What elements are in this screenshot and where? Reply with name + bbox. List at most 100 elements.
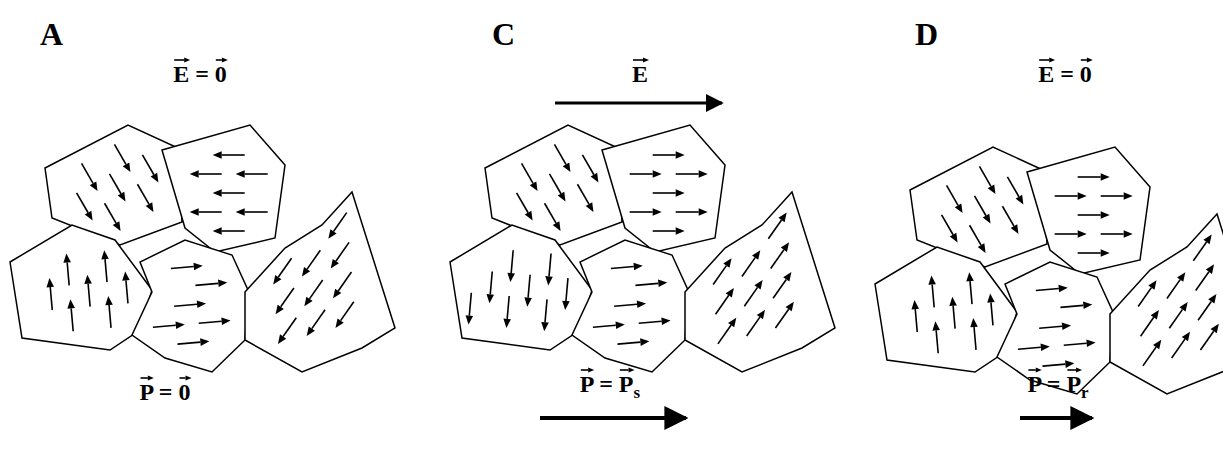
dipole-arrow-head — [507, 273, 515, 282]
dipole-arrow-shaft — [469, 293, 471, 316]
dipole-arrow-shaft — [1101, 195, 1124, 197]
polarization-arrow — [1020, 416, 1092, 420]
dipole-arrow-shaft — [1078, 214, 1101, 216]
dipole-arrow-head — [213, 189, 222, 197]
dipole-arrow-head — [1182, 332, 1190, 342]
dipole-arrow-head — [1083, 302, 1092, 310]
dipole-arrow-head — [978, 243, 986, 253]
equation-text: P = P — [580, 371, 634, 397]
dipole-arrow-head — [1203, 235, 1211, 245]
dipole-arrow-shaft — [278, 258, 291, 277]
dipole-arrow-head — [541, 322, 549, 331]
dipole-arrow-head — [950, 233, 958, 243]
dipole-arrow-head — [1101, 249, 1110, 257]
dipole-arrow-head — [1040, 343, 1049, 351]
dipole-arrow-shaft — [1143, 347, 1156, 366]
field-equation: E — [632, 62, 648, 86]
dipole-arrow-head — [1011, 224, 1019, 234]
grain-outline — [10, 225, 152, 350]
dipole-arrow-shaft — [611, 266, 634, 268]
dipole-arrow-head — [273, 275, 281, 285]
dipole-arrow-head — [699, 170, 708, 178]
dipole-arrow-shaft — [283, 318, 296, 337]
dipole-arrow-head — [530, 181, 538, 191]
dipole-arrow-shaft — [970, 225, 982, 245]
dipole-arrow-shaft — [199, 321, 222, 323]
vector-mark-shaft — [620, 369, 629, 371]
grain-outline — [162, 125, 285, 252]
dipole-arrow-shaft — [1007, 177, 1019, 197]
dipole-arrow-head — [932, 321, 940, 330]
dipole-arrow-shaft — [110, 174, 122, 194]
dipole-arrow-head — [1179, 302, 1187, 312]
dipole-arrow-shaft — [593, 325, 616, 327]
dipole-arrow-shaft — [341, 302, 354, 321]
vector-mark-shaft — [581, 369, 588, 371]
dipole-arrow-head — [726, 288, 734, 298]
dipole-arrow-shaft — [577, 184, 589, 204]
grain-outline — [1110, 214, 1223, 394]
grain-outline — [910, 147, 1047, 267]
dipole-arrow-shaft — [771, 250, 784, 269]
vector-mark-shaft — [216, 59, 222, 61]
dipole-arrow-head — [653, 170, 662, 178]
dipole-arrow-shaft — [1055, 233, 1078, 235]
dipole-arrow-head — [1124, 230, 1133, 238]
dipole-arrow-head — [236, 208, 245, 216]
dipole-arrow-head — [524, 297, 532, 306]
dipole-arrow-shaft — [528, 275, 530, 298]
dipole-arrow-head — [699, 208, 708, 216]
dipole-arrow-head — [988, 184, 996, 194]
dipole-arrow-shaft — [614, 304, 637, 306]
dipole-arrow-head — [67, 299, 75, 308]
dipole-arrow-shaft — [222, 192, 245, 194]
dipole-arrow-shaft — [768, 220, 781, 239]
dipole-arrow-head — [1101, 173, 1110, 181]
dipole-arrow-shaft — [77, 193, 89, 213]
grain-outline — [572, 240, 688, 372]
dipole-arrow-shaft — [142, 155, 154, 175]
dipole-arrow-shaft — [545, 203, 557, 223]
dipole-arrow-head — [221, 317, 230, 325]
dipole-arrow-shaft — [199, 173, 222, 175]
dipole-arrow-head — [123, 162, 131, 172]
dipole-arrow-shaft — [105, 203, 117, 223]
dipole-arrow-shaft — [50, 287, 52, 310]
dipole-arrow-head — [786, 302, 794, 312]
dipole-arrow-shaft — [630, 173, 653, 175]
dipole-arrow-head — [783, 272, 791, 282]
dipole-arrow-shaft — [566, 278, 568, 301]
dipole-arrow-head — [486, 294, 494, 303]
dipole-arrow-head — [218, 280, 227, 288]
dipole-arrow-head — [190, 170, 199, 178]
dipole-arrow-head — [586, 202, 594, 212]
dipole-arrow-shaft — [1055, 195, 1078, 197]
dipole-arrow-shaft — [177, 342, 200, 344]
vector-mark-shaft — [140, 377, 147, 379]
dipole-arrow-shaft — [970, 281, 972, 304]
equation-text: E = 0 — [1038, 61, 1092, 87]
grain-outline — [685, 192, 835, 372]
dipole-arrow-shaft — [975, 196, 987, 216]
dipole-arrow-shaft — [942, 215, 954, 235]
dipole-arrow-shaft — [1141, 317, 1154, 336]
vector-mark-shaft — [179, 377, 185, 379]
dipole-arrow-shaft — [126, 280, 128, 303]
dipole-arrow-head — [1101, 211, 1110, 219]
grain-outline — [485, 125, 622, 245]
dipole-arrow-shaft — [979, 166, 991, 186]
dipole-arrow-head — [723, 258, 731, 268]
dipole-arrow-head — [558, 192, 566, 202]
dipole-arrow-head — [1206, 264, 1214, 274]
dipole-arrow-shaft — [718, 325, 731, 344]
dipole-arrow-shaft — [105, 259, 107, 282]
dipole-arrow-head — [728, 318, 736, 328]
dipole-arrow-shaft — [88, 284, 90, 307]
dipole-arrow-shaft — [582, 155, 594, 175]
dipole-arrow-head — [331, 259, 339, 269]
dipole-arrow-shaft — [554, 144, 566, 164]
dipole-arrow-head — [955, 203, 963, 213]
dipole-arrow-head — [676, 189, 685, 197]
dipole-arrow-shaft — [617, 342, 640, 344]
dipole-arrow-head — [1208, 294, 1216, 304]
